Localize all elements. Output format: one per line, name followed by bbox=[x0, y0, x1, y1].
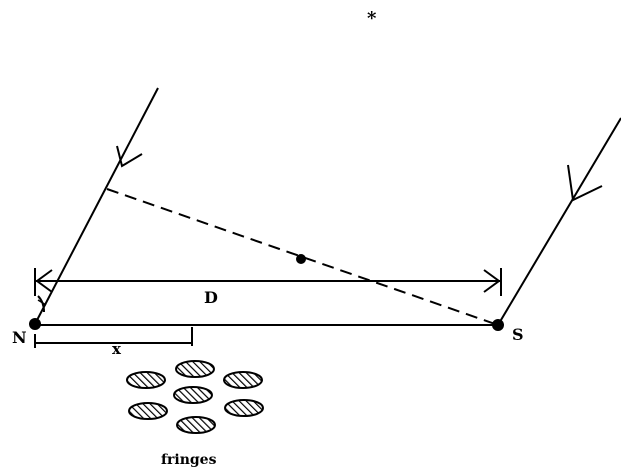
incoming-ray-s bbox=[497, 117, 621, 326]
point-s-label: S bbox=[512, 325, 524, 344]
distance-left-arrowhead bbox=[35, 269, 53, 293]
fringe-ellipse bbox=[126, 371, 166, 389]
point-s-dot bbox=[492, 319, 504, 331]
fringe-ellipse bbox=[173, 386, 213, 404]
fringe-ellipse bbox=[176, 416, 216, 434]
point-n-dot bbox=[29, 318, 41, 330]
fringe-ellipse bbox=[223, 371, 263, 389]
point-n-label: N bbox=[12, 328, 27, 347]
distance-right-arrowhead bbox=[483, 269, 501, 293]
wavefront-dashed-line bbox=[106, 188, 499, 326]
fringes-label: fringes bbox=[161, 452, 217, 468]
incoming-ray-n bbox=[34, 87, 159, 325]
fringe-ellipse bbox=[224, 399, 264, 417]
offset-label: x bbox=[112, 340, 122, 358]
star-label: * bbox=[367, 8, 377, 29]
angle-tick bbox=[37, 299, 47, 306]
distance-label: D bbox=[204, 288, 218, 307]
fringe-ellipse bbox=[175, 360, 215, 378]
fringe-ellipse bbox=[128, 402, 168, 420]
ray-s-arrowhead bbox=[567, 164, 603, 202]
midpoint-dot bbox=[296, 254, 306, 264]
ray-n-arrowhead bbox=[116, 145, 143, 168]
